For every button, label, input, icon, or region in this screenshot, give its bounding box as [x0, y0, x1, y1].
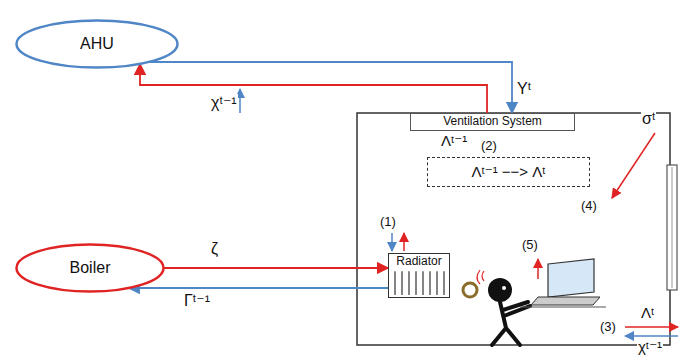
flow-symbol: Λᵗ: [640, 305, 655, 322]
room-outline: [357, 113, 670, 345]
ahu-unit: AHU: [15, 19, 179, 69]
callout-number: (2): [480, 139, 498, 153]
flow-symbol: χᵗ⁻¹: [210, 94, 238, 112]
flow-connector: [149, 62, 512, 113]
ventilation-band: Ventilation System: [410, 113, 575, 131]
flow-symbol: χᵗ⁻¹: [637, 339, 663, 356]
flow-arrow: [239, 89, 241, 113]
flow-connector: [164, 267, 389, 269]
flow-symbol: Γᵗ⁻¹: [183, 292, 211, 310]
node-text: AHU: [80, 35, 114, 53]
callout-number: (3): [599, 320, 617, 334]
flow-connector: [140, 64, 487, 113]
node-text: Λᵗ⁻¹ −−> Λᵗ: [471, 164, 545, 181]
flow-symbol: ζ: [210, 240, 219, 258]
node-text: Boiler: [70, 259, 111, 277]
flow-symbol: Υᵗ: [516, 80, 532, 98]
state-transition-box: Λᵗ⁻¹ −−> Λᵗ: [427, 157, 590, 187]
solar-arrow: [612, 133, 655, 198]
occupant-figure: [463, 259, 606, 345]
flow-arrow: [403, 233, 405, 251]
flow-arrow: [537, 259, 539, 279]
flow-arrow: [391, 233, 393, 251]
callout-number: (1): [379, 215, 397, 229]
boiler: Boiler: [15, 243, 165, 293]
radiator: Radiator: [388, 253, 450, 298]
flow-arrow: [625, 335, 678, 337]
flow-symbol: Λᵗ⁻¹: [440, 133, 468, 150]
flow-connector: [129, 287, 388, 289]
window-pane: [672, 167, 673, 288]
node-text: Radiator: [396, 255, 441, 268]
flow-symbol: σᵗ: [641, 110, 656, 128]
flow-arrow: [625, 326, 678, 328]
window: [667, 165, 677, 290]
callout-number: (5): [521, 238, 539, 252]
node-text: Ventilation System: [443, 115, 542, 128]
callout-number: (4): [580, 199, 598, 213]
